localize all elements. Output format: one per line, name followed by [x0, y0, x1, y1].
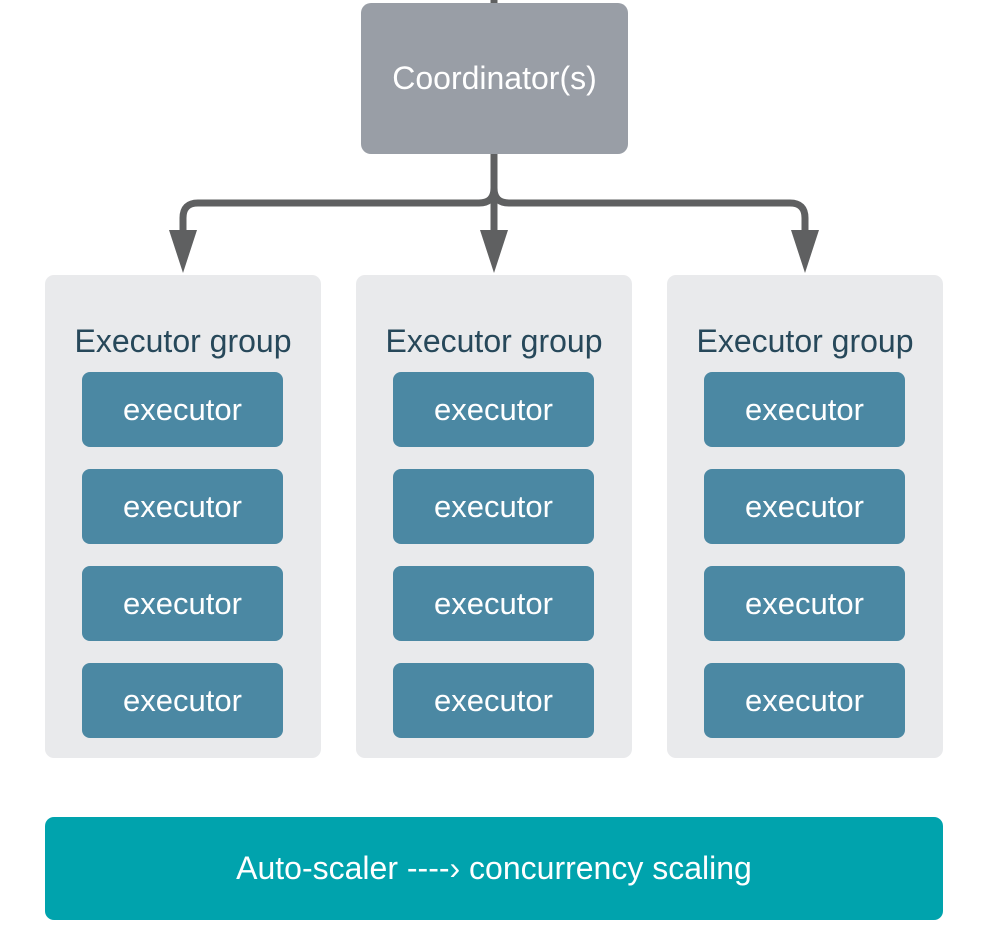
autoscaler-label: Auto-scaler ----› concurrency scaling [236, 850, 752, 886]
executor-box: executor [82, 469, 283, 544]
executor-group-title: Executor group [74, 323, 292, 359]
executor-group-2: Executor group executor executor executo… [356, 275, 632, 758]
executor-label: executor [745, 682, 864, 718]
executor-label: executor [123, 682, 242, 718]
executor-box: executor [82, 372, 283, 447]
autoscaler-bar: Auto-scaler ----› concurrency scaling [45, 817, 943, 920]
executor-label: executor [745, 391, 864, 427]
executor-box: executor [393, 663, 594, 738]
executor-box: executor [704, 566, 905, 641]
arrowhead-center [480, 230, 508, 273]
connector-left-branch [179, 187, 498, 232]
executor-label: executor [434, 391, 553, 427]
executor-label: executor [123, 391, 242, 427]
executor-box: executor [393, 566, 594, 641]
executor-label: executor [745, 488, 864, 524]
executor-label: executor [123, 488, 242, 524]
executor-box: executor [393, 469, 594, 544]
executor-label: executor [434, 585, 553, 621]
executor-group-3: Executor group executor executor executo… [667, 275, 943, 758]
executor-group-1: Executor group executor executor executo… [45, 275, 321, 758]
coordinator-box: Coordinator(s) [361, 3, 628, 154]
executor-box: executor [704, 469, 905, 544]
executor-group-title: Executor group [696, 323, 914, 359]
connector-right-branch [490, 187, 809, 232]
executor-box: executor [704, 663, 905, 738]
executor-label: executor [123, 585, 242, 621]
arrowhead-right [791, 230, 819, 273]
arrowhead-left [169, 230, 197, 273]
executor-label: executor [434, 488, 553, 524]
executor-box: executor [82, 663, 283, 738]
executor-label: executor [434, 682, 553, 718]
executor-group-title: Executor group [385, 323, 603, 359]
executor-box: executor [704, 372, 905, 447]
executor-box: executor [82, 566, 283, 641]
executor-label: executor [745, 585, 864, 621]
executor-box: executor [393, 372, 594, 447]
coordinator-label: Coordinator(s) [392, 60, 597, 96]
